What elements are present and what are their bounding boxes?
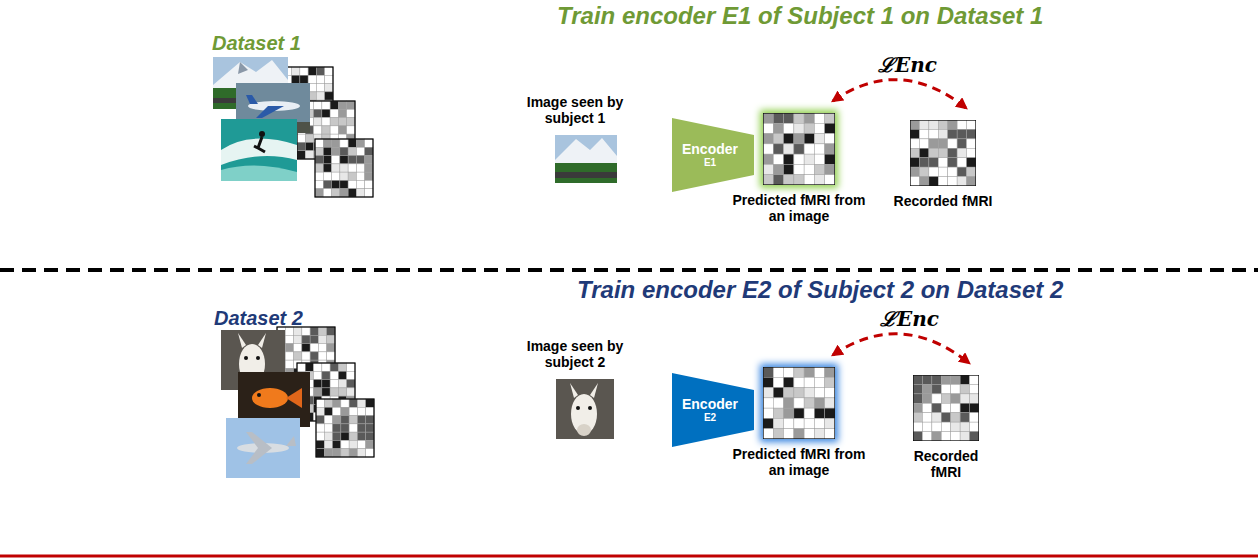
fmri-grid — [316, 399, 374, 457]
dataset-label: Dataset 1 — [212, 32, 301, 55]
fmri-grid — [763, 113, 835, 185]
encoder-trapezoid: EncoderE1 — [672, 118, 754, 192]
fmri-map: Predicted fMRI from an image — [729, 113, 869, 224]
fmri-map: Recorded fMRI — [901, 375, 991, 480]
stimulus-image: Image seen by subject 1 — [515, 94, 635, 182]
photo-llama-thumbnail — [556, 379, 614, 439]
fmri-map: Predicted fMRI from an image — [729, 367, 869, 478]
loss-label: ℒEnc — [876, 54, 939, 76]
section-title: Train encoder E2 of Subject 2 on Dataset… — [577, 276, 1063, 304]
loss-label: ℒEnc — [878, 308, 941, 330]
fmri-caption: Recorded fMRI — [873, 193, 1013, 209]
encoder-trapezoid: EncoderE2 — [672, 373, 754, 447]
fmri-grid — [763, 113, 835, 185]
bottom-rule — [0, 555, 1258, 558]
loss-arrow — [833, 80, 966, 108]
dataset-label: Dataset 2 — [214, 307, 303, 330]
stimulus-image: Image seen by subject 2 — [515, 338, 635, 426]
fmri-grid — [315, 139, 373, 197]
fmri-grid — [910, 120, 976, 186]
photo-airplane-sky — [226, 418, 300, 478]
photo-train-thumbnail — [555, 135, 617, 183]
photo-surfer — [221, 119, 297, 181]
encoder-index: E2 — [704, 412, 716, 423]
image-caption: Image seen by subject 2 — [515, 338, 635, 370]
fmri-grid — [763, 367, 835, 439]
section-title: Train encoder E1 of Subject 1 on Dataset… — [557, 2, 1043, 30]
encoder-index: E1 — [704, 157, 716, 168]
fmri-caption: Predicted fMRI from an image — [729, 192, 869, 224]
fmri-caption: Predicted fMRI from an image — [729, 446, 869, 478]
loss-arrow — [833, 334, 969, 363]
fmri-grid — [913, 375, 979, 441]
separator-line — [0, 268, 1258, 272]
image-caption: Image seen by subject 1 — [515, 94, 635, 126]
encoder-label: Encoder — [682, 142, 738, 157]
fmri-grid — [910, 120, 976, 186]
fmri-map: Recorded fMRI — [873, 120, 1013, 209]
fmri-grid — [763, 367, 835, 439]
encoder-label: Encoder — [682, 397, 738, 412]
fmri-caption: Recorded fMRI — [901, 448, 991, 480]
fmri-grid — [913, 375, 979, 441]
